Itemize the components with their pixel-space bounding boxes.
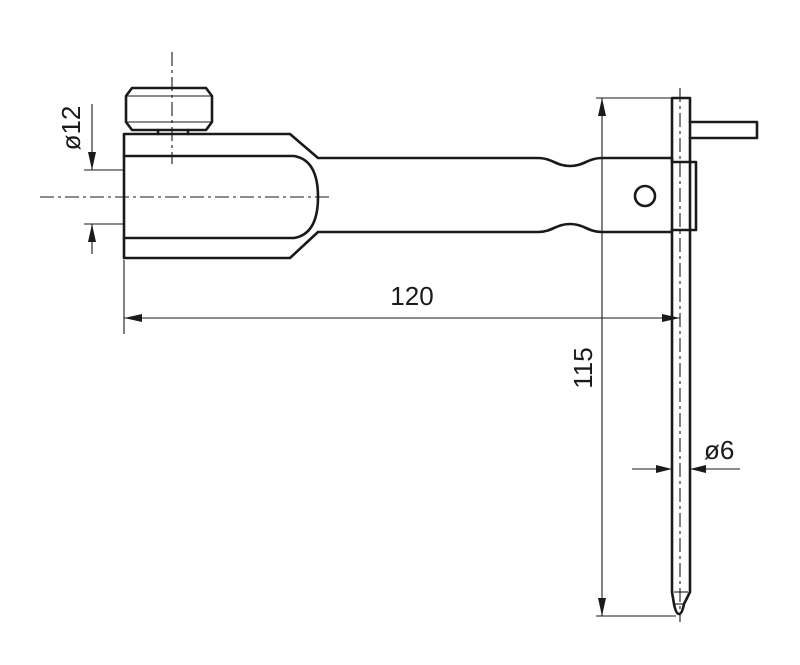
t-bar-pin	[670, 96, 759, 616]
arrowhead-top	[598, 98, 606, 116]
centre-lines	[40, 52, 681, 622]
pin-diameter-label: ø6	[704, 435, 734, 465]
height-label: 115	[568, 347, 598, 388]
length-label: 120	[390, 281, 433, 311]
knurled-cap	[124, 86, 214, 136]
arrowhead-right	[662, 314, 680, 322]
dimension-length: 120	[124, 281, 680, 322]
pivot-hole	[633, 184, 657, 208]
retaining-pin	[688, 120, 759, 140]
socket-diameter-label: ø12	[56, 106, 86, 151]
extension-lines	[84, 97, 676, 617]
wrench-body	[122, 132, 698, 260]
arrowhead-bottom	[598, 598, 606, 616]
dimension-height: 115	[568, 98, 606, 616]
dimension-pin-diameter: ø6	[632, 435, 740, 473]
dimension-socket-diameter: ø12	[56, 104, 96, 254]
arrowhead-left	[124, 314, 142, 322]
